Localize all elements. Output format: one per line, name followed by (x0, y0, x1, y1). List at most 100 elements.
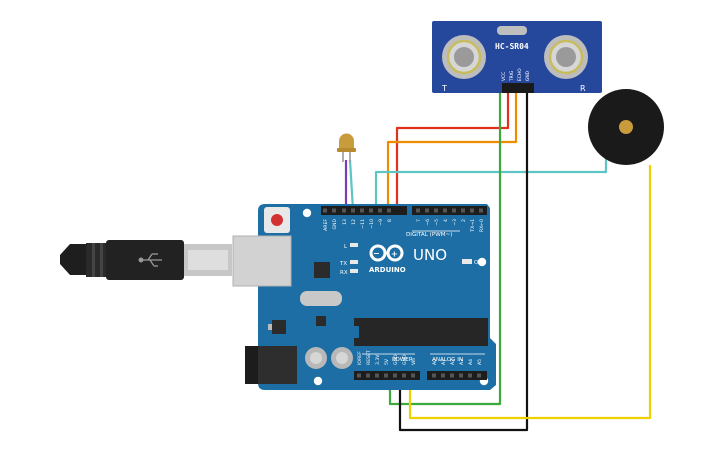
piezo-buzzer[interactable] (588, 89, 664, 165)
pin-hole[interactable] (351, 208, 355, 213)
usb-cable (60, 240, 232, 280)
pin-label: ~11 (360, 219, 366, 229)
sensor-pin-label: VCC (501, 72, 507, 81)
pin-label: ~3 (452, 219, 458, 226)
led-component[interactable] (337, 133, 356, 162)
pin-label: 5V (384, 358, 390, 365)
pin-hole[interactable] (450, 373, 454, 378)
pin-label: ~6 (425, 219, 431, 226)
pin-label: RX←0 (479, 219, 485, 232)
pin-hole[interactable] (479, 208, 483, 213)
on-label: ON (474, 260, 482, 266)
pin-hole[interactable] (393, 373, 397, 378)
pin-label: A4 (468, 359, 474, 365)
pin-label: IOREF (357, 351, 363, 365)
pin-label: ~10 (369, 219, 375, 229)
led-tx-label: TX (339, 261, 347, 267)
sensor-pin-label: ECHO (517, 68, 523, 81)
pin-hole[interactable] (434, 208, 438, 213)
pin-hole[interactable] (468, 373, 472, 378)
pin-hole[interactable] (416, 208, 420, 213)
svg-text:+: + (391, 250, 398, 259)
power-label: POWER (392, 357, 413, 363)
pin-hole[interactable] (332, 208, 336, 213)
pin-label: A1 (441, 359, 447, 365)
pin-label: 8 (387, 219, 393, 222)
pin-label: GND (393, 354, 399, 365)
pin-label: 13 (342, 219, 348, 225)
sensor-t-mark: T (441, 84, 447, 93)
pin-hole[interactable] (452, 208, 456, 213)
pin-label: 12 (351, 219, 357, 225)
pin-hole[interactable] (369, 208, 373, 213)
pin-hole[interactable] (366, 373, 370, 378)
pin-hole[interactable] (461, 208, 465, 213)
pin-hole[interactable] (342, 208, 346, 213)
pin-hole[interactable] (402, 373, 406, 378)
pin-label: ~5 (434, 219, 440, 226)
wire-led-cyan[interactable] (348, 159, 355, 211)
pin-hole[interactable] (470, 208, 474, 213)
top-pin-holes (323, 208, 483, 213)
pin-label: 3.3V (375, 354, 381, 365)
pin-hole[interactable] (477, 373, 481, 378)
pin-label: Vin (411, 358, 417, 365)
pin-hole[interactable] (432, 373, 436, 378)
pin-hole[interactable] (360, 208, 364, 213)
pin-label: AREF (323, 219, 329, 231)
wire-buzzer-cyan[interactable] (374, 150, 608, 210)
wire-buzzer-yellow[interactable] (408, 165, 652, 420)
pin-label: ~9 (378, 219, 384, 226)
led-rx-label: RX (340, 270, 348, 276)
pin-hole[interactable] (425, 208, 429, 213)
pin-label: GND (402, 354, 408, 365)
pin-hole[interactable] (375, 373, 379, 378)
usb-port (232, 235, 292, 287)
pin-label: A3 (459, 359, 465, 365)
pin-label: RESET (366, 350, 372, 365)
arduino-logo-icon (369, 244, 404, 262)
pin-hole[interactable] (459, 373, 463, 378)
transducer-right (544, 35, 588, 79)
led-l-label: L (344, 244, 348, 250)
wire-vcc-red[interactable] (395, 92, 510, 210)
board-model-label: UNO (413, 246, 447, 264)
pin-hole[interactable] (441, 373, 445, 378)
digital-label: DIGITAL (PWM~) (406, 232, 452, 238)
sensor-r-mark: R (580, 84, 586, 93)
pin-label: 2 (461, 219, 467, 222)
sensor-label: HC-SR04 (495, 42, 529, 51)
transducer-left (442, 35, 486, 79)
wire-gnd-black[interactable] (398, 92, 529, 432)
analog-header (427, 371, 487, 380)
pin-hole[interactable] (387, 208, 391, 213)
pin-hole[interactable] (411, 373, 415, 378)
analog-label: ANALOG IN (432, 357, 463, 363)
arduino-logo-name: ARDUINO (369, 266, 406, 274)
microcontroller-chip (354, 318, 488, 346)
usb-icon (138, 253, 162, 267)
wires (344, 92, 652, 432)
wire-trig-orange[interactable] (386, 92, 518, 210)
pin-hole[interactable] (384, 373, 388, 378)
pin-label: 7 (416, 219, 422, 222)
pin-hole[interactable] (357, 373, 361, 378)
pin-label: A2 (450, 359, 456, 365)
pin-label: A5 (477, 359, 483, 365)
pin-hole[interactable] (443, 208, 447, 213)
svg-text:−: − (373, 249, 380, 258)
pin-label: A0 (432, 359, 438, 365)
digital-header-right (412, 206, 487, 215)
pin-label: 4 (443, 219, 449, 222)
pin-hole[interactable] (323, 208, 327, 213)
bottom-pin-holes (357, 373, 481, 378)
sensor-pin-label: TRIG (509, 70, 515, 82)
sensor-pin-label: GND (525, 70, 531, 81)
pin-hole[interactable] (378, 208, 382, 213)
